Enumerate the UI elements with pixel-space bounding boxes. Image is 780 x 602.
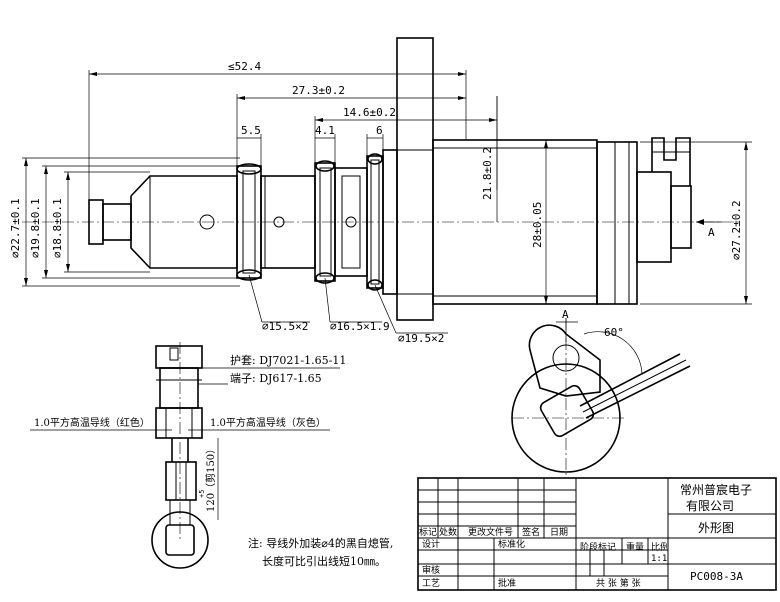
tb-scale-value: 1:1 xyxy=(651,554,667,564)
sleeve-label: 护套: DJ7021-1.65-11 xyxy=(230,353,346,367)
dim-27: 27.3±0.2 xyxy=(292,84,345,97)
drawing-note: 注: 导线外加装⌀4的黑自熄管, 长度可比引出线短10㎜。 xyxy=(248,536,393,568)
wire-grey-label: 1.0平方高温导线（灰色） xyxy=(210,416,326,429)
connector-view: 护套: DJ7021-1.65-11 端子: DJ617-1.65 1.0平方高… xyxy=(30,342,346,569)
note-line-1: 注: 导线外加装⌀4的黑自熄管, xyxy=(248,536,393,550)
terminal-label: 端子: DJ617-1.65 xyxy=(230,372,322,385)
tb-company-2: 有限公司 xyxy=(686,499,734,513)
o-ring-1: ⌀15.5×2 xyxy=(262,320,308,333)
tb-sheets: 共 张 第 张 xyxy=(596,577,641,589)
tb-stage-mark: 阶段标记 xyxy=(580,541,616,553)
title-block: 常州普宸电子 有限公司 外形图 标记 处数 更改文件号 签名 日期 阶段标记 重… xyxy=(417,477,777,591)
tb-approve: 批准 xyxy=(498,577,516,589)
tb-process: 工艺 xyxy=(422,578,440,589)
view-a-label: A xyxy=(708,226,715,239)
angle-60: 60° xyxy=(604,326,624,339)
dim-21: 21.8±0.2 xyxy=(481,147,494,200)
tb-change-doc: 更改文件号 xyxy=(468,526,513,538)
dim-d19: ⌀19.8±0.1 xyxy=(29,198,42,258)
wire-red-label: 1.0平方高温导线（红色） xyxy=(34,416,150,429)
dim-d22: ⌀22.7±0.1 xyxy=(9,198,22,258)
wire-length-tol: +5 xyxy=(198,490,206,498)
dim-d28: 28±0.05 xyxy=(531,202,544,248)
dim-4: 4.1 xyxy=(315,124,335,137)
o-ring-2: ⌀16.5×1.9 xyxy=(330,320,390,333)
dim-overall-length: ≤52.4 xyxy=(228,60,261,73)
tb-weight: 重量 xyxy=(626,541,644,553)
dim-d27: ⌀27.2±0.2 xyxy=(730,200,743,260)
dim-5: 5.5 xyxy=(241,124,261,137)
o-ring-3: ⌀19.5×2 xyxy=(398,332,444,345)
tb-sign: 签名 xyxy=(522,526,540,538)
tb-scale: 比例 xyxy=(651,541,669,553)
tb-count: 处数 xyxy=(439,526,457,538)
tb-date: 日期 xyxy=(550,527,568,538)
dim-d18: ⌀18.8±0.1 xyxy=(51,198,64,258)
view-a-top-label: A xyxy=(562,308,569,321)
tb-standard: 标准化 xyxy=(498,538,525,550)
note-line-2: 长度可比引出线短10㎜。 xyxy=(262,554,386,568)
dim-6: 6 xyxy=(376,124,383,137)
dim-14: 14.6±0.2 xyxy=(343,106,396,119)
wire-length: 120（剪150） xyxy=(204,444,217,512)
tb-review: 审核 xyxy=(422,564,440,576)
tb-design: 设计 xyxy=(422,538,440,550)
tb-company-1: 常州普宸电子 xyxy=(680,482,752,497)
end-view-a: 60° A xyxy=(511,308,691,476)
tb-drawing-name: 外形图 xyxy=(698,521,734,535)
tb-drawing-no: PC008-3A xyxy=(690,570,743,583)
o-ring-sections xyxy=(236,153,383,291)
side-view: ≤52.4 27.3±0.2 14.6±0.2 5.5 4.1 6 ⌀22 xyxy=(9,37,752,345)
tb-mark: 标记 xyxy=(419,526,437,538)
